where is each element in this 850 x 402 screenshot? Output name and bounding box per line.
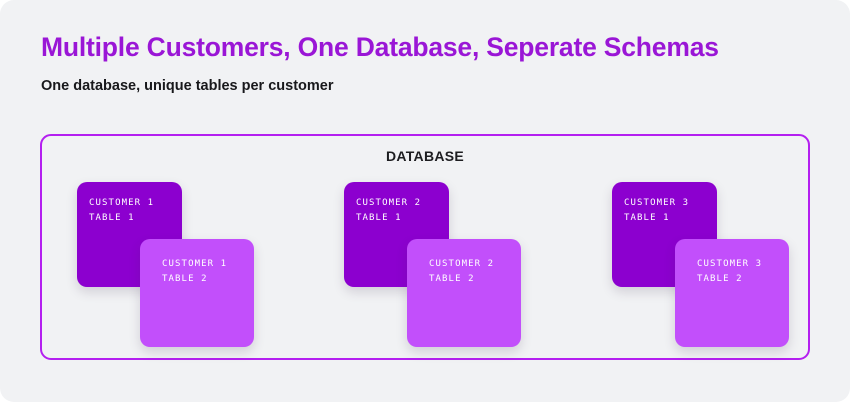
card-table-label: TABLE 1 [356, 213, 402, 223]
card-table-label: TABLE 2 [697, 274, 743, 284]
card-table-label: TABLE 2 [429, 274, 475, 284]
customer-group-3: CUSTOMER 3 TABLE 1 CUSTOMER 3 TABLE 2 [612, 182, 792, 348]
page-subtitle: One database, unique tables per customer [41, 78, 334, 94]
card-table-label: TABLE 1 [624, 213, 670, 223]
card-customer-label: CUSTOMER 1 [89, 198, 155, 208]
customer-1-table-1-card: CUSTOMER 1 TABLE 1 [77, 182, 182, 287]
card-customer-label: CUSTOMER 3 [697, 259, 763, 269]
header: Multiple Customers, One Database, Sepera… [41, 30, 801, 96]
customer-2-table-2-card: CUSTOMER 2 TABLE 2 [407, 239, 521, 347]
customer-1-table-2-card: CUSTOMER 1 TABLE 2 [140, 239, 254, 347]
customer-3-table-2-card: CUSTOMER 3 TABLE 2 [675, 239, 789, 347]
customer-group-1: CUSTOMER 1 TABLE 1 CUSTOMER 1 TABLE 2 [77, 182, 257, 348]
card-customer-label: CUSTOMER 2 [429, 259, 495, 269]
card-table-label: TABLE 2 [162, 274, 208, 284]
customer-group-2: CUSTOMER 2 TABLE 1 CUSTOMER 2 TABLE 2 [344, 182, 524, 348]
card-customer-label: CUSTOMER 2 [356, 198, 422, 208]
database-container: DATABASE CUSTOMER 1 TABLE 1 CUSTOMER 1 T… [40, 134, 810, 360]
card-customer-label: CUSTOMER 3 [624, 198, 690, 208]
card-customer-label: CUSTOMER 1 [162, 259, 228, 269]
card-table-label: TABLE 1 [89, 213, 135, 223]
page-title: Multiple Customers, One Database, Sepera… [41, 32, 719, 62]
database-label: DATABASE [385, 148, 465, 164]
